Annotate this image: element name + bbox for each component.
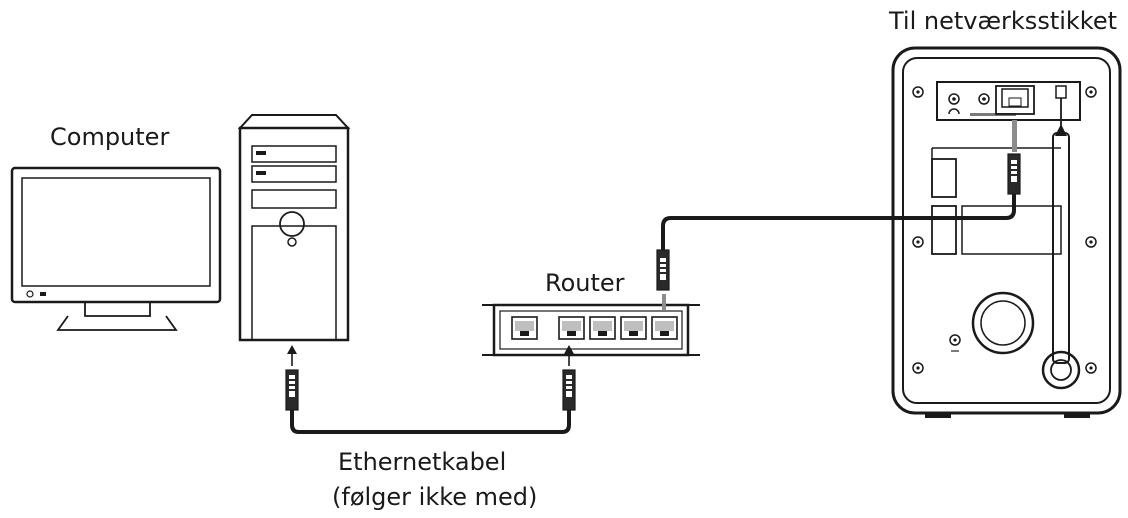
- plug-arrow-icon: [564, 345, 574, 366]
- rj45-connector-icon: [1007, 153, 1021, 195]
- router-ports: [511, 316, 678, 340]
- rj45-connector-icon: [285, 369, 299, 411]
- radio-back-panel-icon: [891, 46, 1122, 418]
- plug-arrow-icon: [662, 294, 666, 310]
- plug-arrow-icon: [1012, 120, 1017, 152]
- ethernet-cable-label: Ethernetkabel: [338, 448, 507, 476]
- monitor-icon: [10, 166, 222, 331]
- pc-tower-icon: [237, 114, 351, 342]
- network-socket-label: Til netværksstikket: [889, 7, 1118, 35]
- router-icon: [482, 303, 700, 357]
- router-label: Router: [545, 269, 625, 297]
- ethernet-cable-note: (følger ikke med): [332, 483, 538, 511]
- ethernet-cable-router-radio: [661, 190, 1016, 270]
- rj45-connector-icon: [656, 249, 670, 291]
- rj45-connector-icon: [562, 369, 576, 411]
- computer-label: Computer: [50, 123, 170, 151]
- plug-arrow-icon: [287, 345, 297, 366]
- ethernet-cable-pc-router: [290, 408, 571, 434]
